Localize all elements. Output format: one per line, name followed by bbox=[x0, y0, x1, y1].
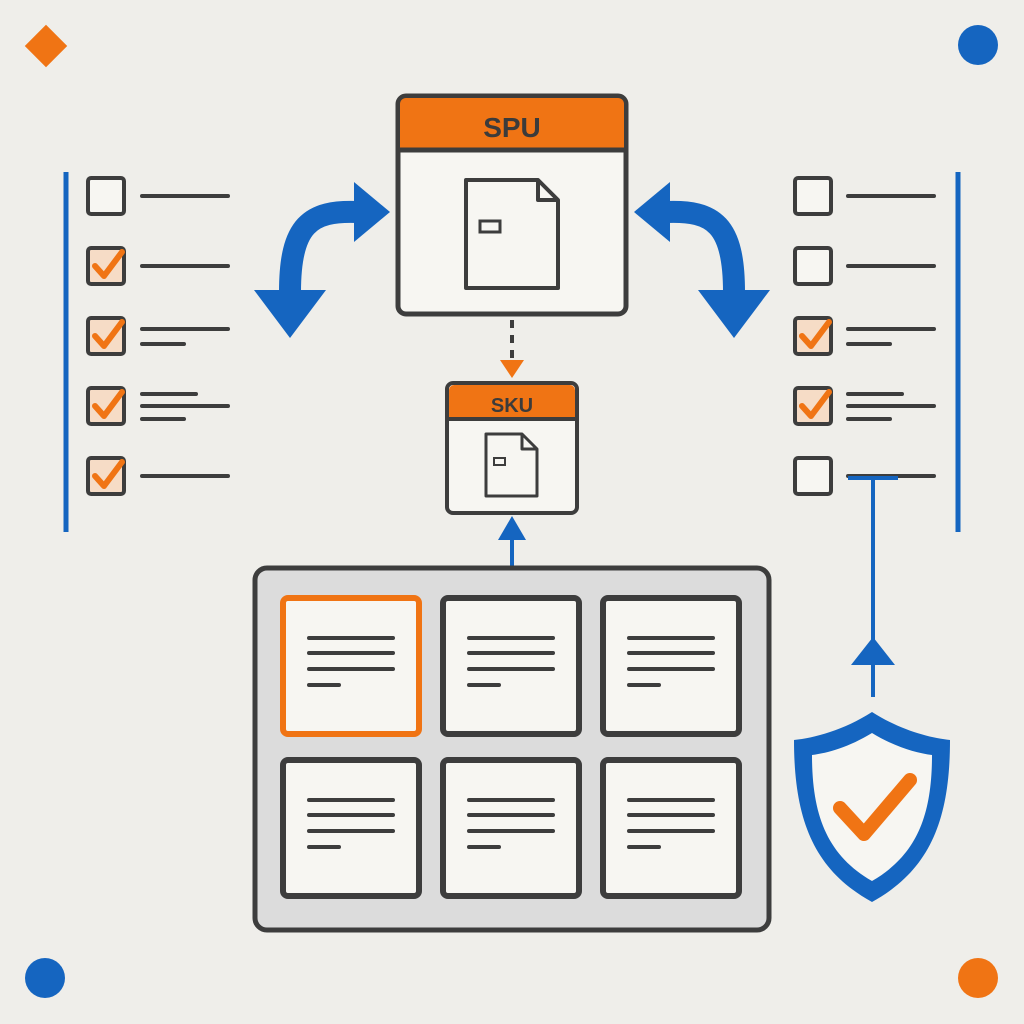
card[interactable] bbox=[280, 757, 422, 899]
corner-diamond-orange bbox=[24, 24, 68, 68]
checklist-item[interactable] bbox=[86, 316, 230, 356]
cards-grid bbox=[280, 595, 742, 899]
card[interactable] bbox=[440, 595, 582, 737]
checkbox[interactable] bbox=[793, 246, 833, 286]
check-icon bbox=[92, 459, 125, 489]
checklist-item[interactable] bbox=[86, 176, 230, 216]
sku-title-bar bbox=[449, 385, 575, 418]
left-checklist bbox=[86, 176, 230, 496]
sku-window[interactable]: SKU bbox=[445, 381, 579, 515]
shield-to-checklist-connector bbox=[848, 476, 898, 697]
check-icon bbox=[799, 319, 832, 349]
checklist-item[interactable] bbox=[86, 456, 230, 496]
sku-label: SKU bbox=[491, 395, 533, 417]
shield-check-icon bbox=[794, 712, 950, 902]
spu-to-sku-arrowhead bbox=[500, 360, 524, 378]
checklist-item[interactable] bbox=[793, 176, 936, 216]
corner-dot-orange-bottom bbox=[958, 958, 998, 998]
check-icon bbox=[92, 249, 125, 279]
checkbox[interactable] bbox=[793, 456, 833, 496]
card[interactable] bbox=[440, 757, 582, 899]
check-icon bbox=[92, 389, 125, 419]
spu-label: SPU bbox=[483, 112, 541, 143]
right-curved-arrow bbox=[634, 182, 770, 338]
corner-dot-blue-bottom bbox=[25, 958, 65, 998]
checklist-item[interactable] bbox=[793, 316, 936, 356]
card-selected[interactable] bbox=[280, 595, 422, 737]
card[interactable] bbox=[600, 595, 742, 737]
spu-window[interactable]: SPU bbox=[395, 93, 629, 317]
spu-title-bar bbox=[400, 98, 624, 148]
card[interactable] bbox=[600, 757, 742, 899]
checklist-item[interactable] bbox=[793, 386, 936, 426]
checklist-item[interactable] bbox=[793, 246, 936, 286]
grid-to-sku-arrowhead bbox=[498, 516, 526, 540]
corner-dot-blue-top bbox=[958, 25, 998, 65]
checkbox[interactable] bbox=[793, 176, 833, 216]
left-curved-arrow bbox=[254, 182, 390, 338]
check-icon bbox=[92, 319, 125, 349]
checkbox[interactable] bbox=[86, 176, 126, 216]
checklist-item[interactable] bbox=[86, 246, 230, 286]
spu-document-icon bbox=[464, 178, 560, 290]
sku-document-icon bbox=[484, 432, 539, 498]
right-checklist bbox=[793, 176, 936, 496]
checklist-item[interactable] bbox=[86, 386, 230, 426]
check-icon bbox=[799, 389, 832, 419]
